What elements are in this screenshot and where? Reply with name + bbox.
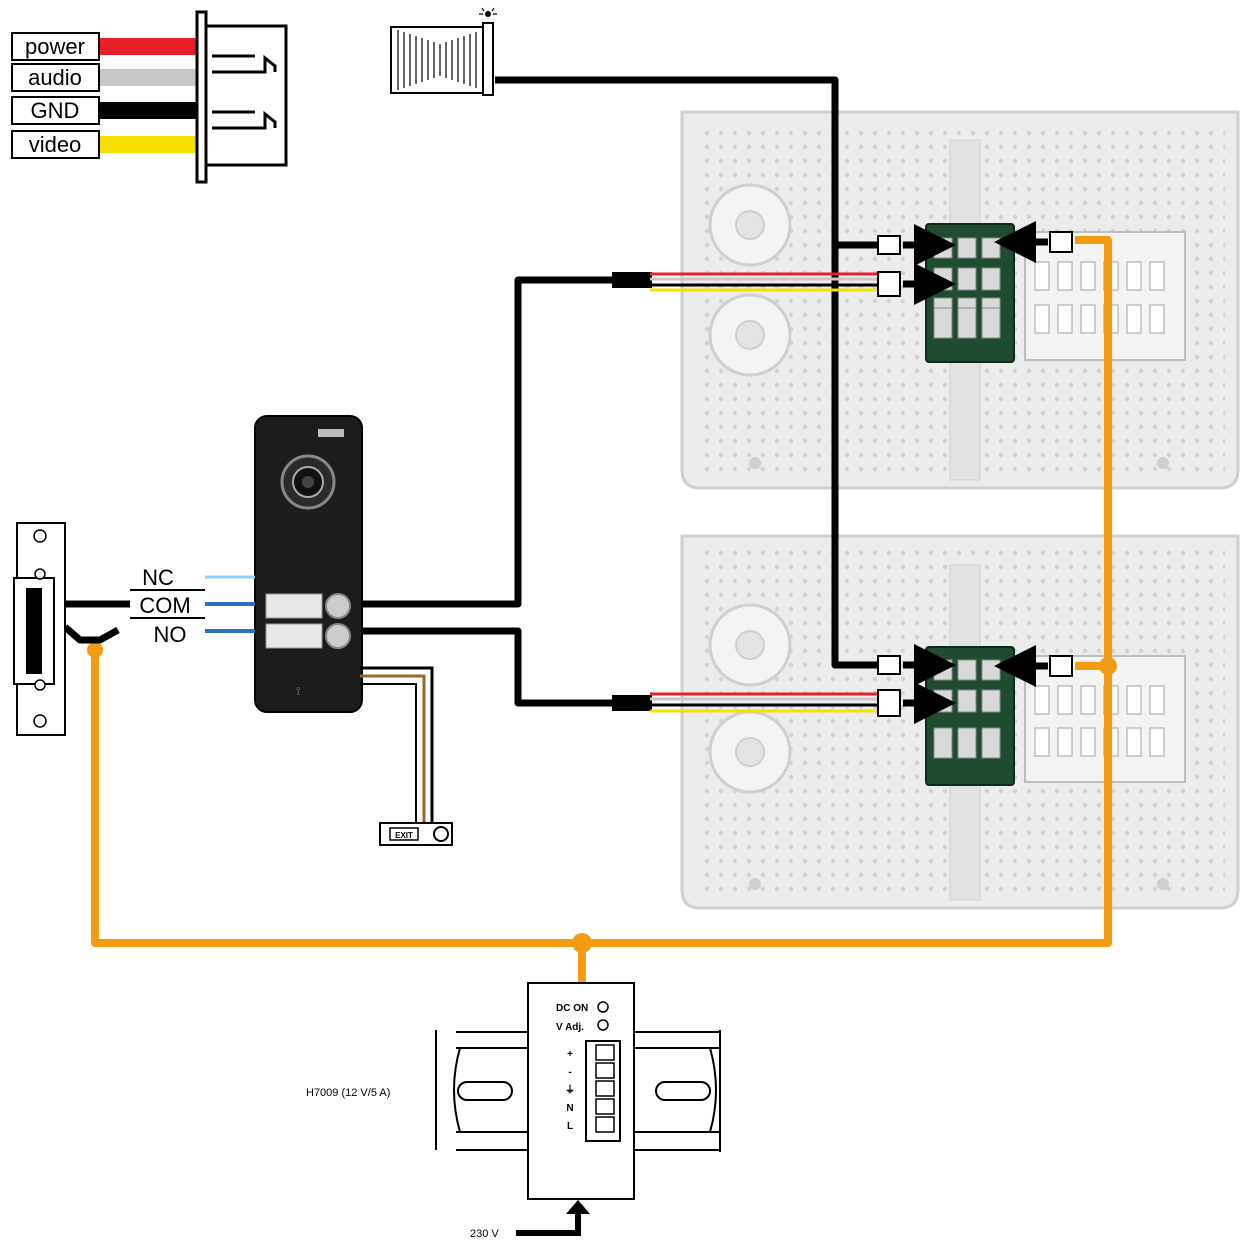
led-indicator-icon <box>597 1001 609 1013</box>
psu-dc-on-label: DC ON <box>556 1003 588 1014</box>
psu-terminal-n: N <box>566 1103 573 1114</box>
psu-terminal-minus: - <box>568 1067 571 1078</box>
psu-terminal-ground: ⏚ <box>565 1084 575 1096</box>
monitor-1-pcb <box>925 223 1015 363</box>
psu-terminal-l: L <box>567 1121 573 1132</box>
relay-label-com: COM <box>139 593 190 618</box>
call-button-icon <box>325 593 351 619</box>
din-rail <box>435 1030 721 1152</box>
mains-voltage-label: 230 V <box>470 1228 499 1240</box>
connector-plug-icon <box>195 10 288 184</box>
mains-input: 230 V <box>470 1200 590 1240</box>
door-chime-icon <box>390 7 497 96</box>
psu-model-label: H7009 (12 V/5 A) <box>306 1087 390 1099</box>
legend-label-power: power <box>25 34 85 59</box>
speaker-grille-icon <box>708 603 792 794</box>
camera-lens-icon <box>280 454 336 510</box>
legend-row-audio: audio <box>11 63 200 92</box>
legend-row-video: video <box>11 130 200 159</box>
monitor-2-pcb <box>925 646 1015 786</box>
call-button-icon <box>325 623 351 649</box>
electric-door-lock-icon <box>13 522 66 736</box>
outdoor-door-station: ⟟ <box>254 415 363 713</box>
psu-terminal-plus: + <box>567 1049 573 1060</box>
svg-text:⟟: ⟟ <box>296 684 300 698</box>
power-supply-unit: DC ON V Adj. + - ⏚ N L <box>527 982 635 1200</box>
relay-terminals: NC COM NO <box>130 565 255 647</box>
monitor-1-connectors <box>877 221 1073 305</box>
relay-label-nc: NC <box>142 565 174 590</box>
legend-label-video: video <box>29 132 82 157</box>
exit-button: EXIT <box>379 822 453 846</box>
adjust-knob-icon <box>597 1019 609 1031</box>
psu-v-adj-label: V Adj. <box>556 1022 584 1033</box>
legend-label-audio: audio <box>28 65 82 90</box>
signal-wiring <box>62 76 880 707</box>
exit-button-label: EXIT <box>395 831 413 840</box>
monitor-2-cable <box>612 692 880 713</box>
monitor-2-connectors <box>877 644 1073 724</box>
legend-row-gnd: GND <box>11 96 200 125</box>
monitor-1-cable <box>612 272 880 292</box>
wire-color-legend: power audio GND video <box>11 10 288 184</box>
indoor-monitor-1 <box>680 110 1240 490</box>
exit-button-wiring <box>360 666 434 825</box>
speaker-grille-icon <box>708 183 792 377</box>
power-supply-wiring <box>87 236 1117 985</box>
relay-label-no: NO <box>154 622 187 647</box>
indoor-monitor-2 <box>680 534 1240 910</box>
legend-label-gnd: GND <box>31 98 80 123</box>
legend-row-power: power <box>11 32 200 61</box>
